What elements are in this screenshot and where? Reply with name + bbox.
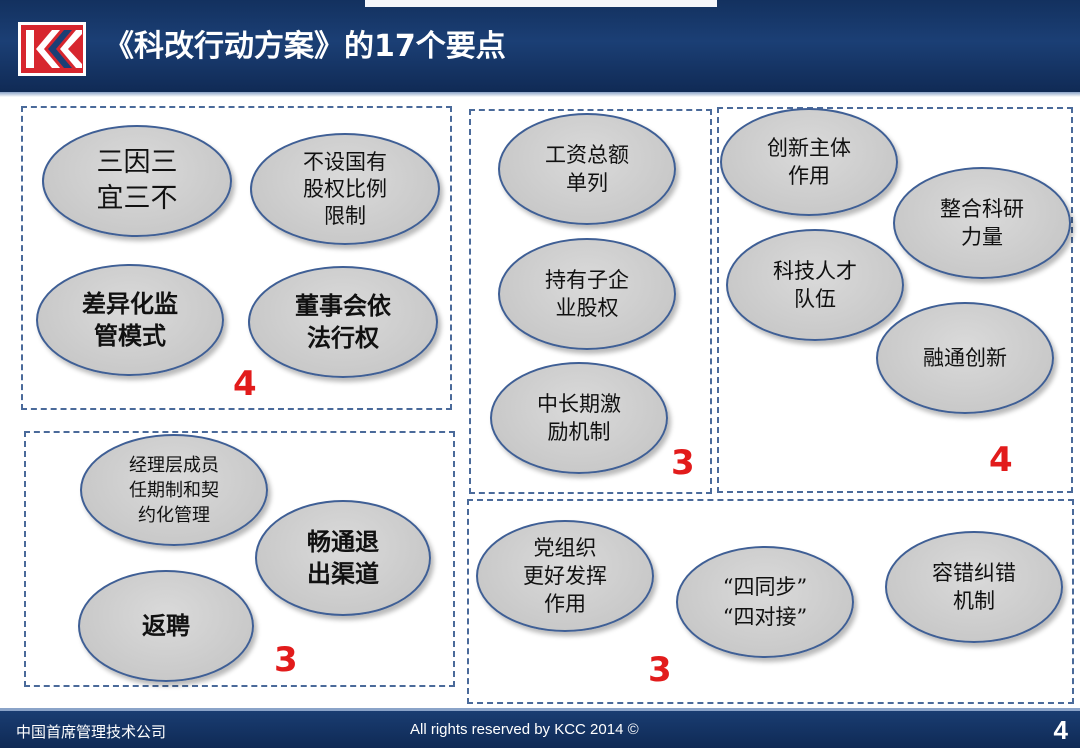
page-number: 4	[1053, 715, 1068, 745]
header-divider	[0, 92, 1080, 97]
bubble-item: 差异化监 管模式	[36, 264, 224, 376]
bubble-item: 持有子企 业股权	[498, 238, 676, 350]
bubble-item: 工资总额 单列	[498, 113, 676, 225]
bubble-item: 不设国有 股权比例 限制	[250, 133, 440, 245]
bubble-item: 融通创新	[876, 302, 1054, 414]
panel-count: 3	[671, 443, 695, 483]
bubble-item: “四同步” “四对接”	[676, 546, 854, 658]
panel-incentives	[469, 109, 712, 494]
bubble-item: 党组织 更好发挥 作用	[476, 520, 654, 632]
panel-count: 3	[274, 640, 298, 680]
bubble-item: 中长期激 励机制	[490, 362, 668, 474]
bubble-item: 董事会依 法行权	[248, 266, 438, 378]
panel-innovation	[717, 107, 1073, 493]
panel-count: 4	[989, 440, 1013, 480]
bubble-item: 整合科研 力量	[893, 167, 1071, 279]
footer-company: 中国首席管理技术公司	[16, 723, 167, 741]
footer-copyright: All rights reserved by KCC 2014 ©	[410, 721, 639, 738]
panel-management	[24, 431, 455, 687]
bubble-item: 返聘	[78, 570, 254, 682]
kcc-logo-icon	[18, 22, 86, 76]
bubble-item: 科技人才 队伍	[726, 229, 904, 341]
panel-governance	[21, 106, 452, 410]
header-highlight-strip	[365, 0, 717, 7]
panel-count: 3	[648, 650, 672, 690]
header-bar: 《科改行动方案》的17个要点	[0, 0, 1080, 92]
bubble-item: 容错纠错 机制	[885, 531, 1063, 643]
panel-count: 4	[233, 364, 257, 404]
bubble-item: 三因三 宜三不	[42, 125, 232, 237]
panel-party	[467, 499, 1074, 704]
bubble-item: 经理层成员 任期制和契 约化管理	[80, 434, 268, 546]
footer-bar: 中国首席管理技术公司 All rights reserved by KCC 20…	[0, 708, 1080, 748]
page-title: 《科改行动方案》的17个要点	[104, 29, 506, 64]
bubble-item: 创新主体 作用	[720, 108, 898, 216]
bubble-item: 畅通退 出渠道	[255, 500, 431, 616]
